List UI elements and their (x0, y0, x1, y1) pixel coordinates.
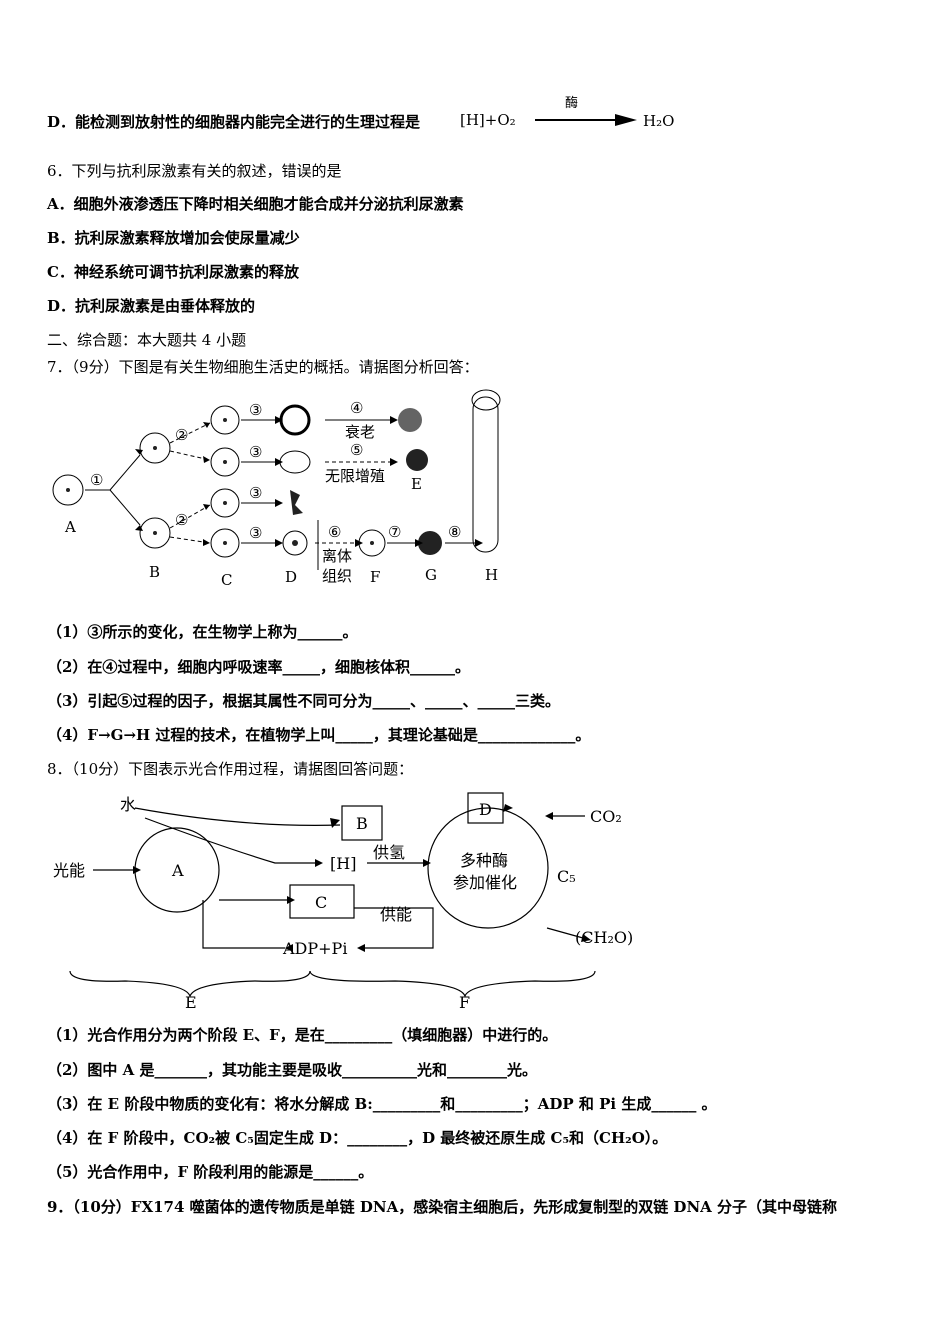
svg-text:③: ③ (249, 484, 262, 502)
eq-enzyme: 酶 (565, 95, 578, 111)
label-light: 光能 (53, 861, 85, 880)
cell-life-diagram: A B C D E F G H ① ② ② ③ ③ ③ ③ ④ ⑤ 衰老 无限增殖 ⑥ 离体组… (52, 389, 501, 589)
label-e: E (411, 475, 422, 493)
label-e: E (185, 993, 197, 1012)
q8-stem: 8．（10分）下图表示光合作用过程，请据图回答问题： (47, 760, 414, 778)
q6-option-c: C．神经系统可调节抗利尿激素的释放 (47, 263, 299, 281)
q6-stem: 6．下列与抗利尿激素有关的叙述，错误的是 (47, 162, 342, 180)
label-enzyme2: 参加催化 (453, 873, 517, 892)
q7-sub-3: （3）引起⑤过程的因子，根据其属性不同可分为_____、_____、_____三… (47, 692, 560, 710)
label-supply-h: 供氢 (373, 843, 405, 862)
q9-stem: 9．（10分）FX174 噬菌体的遗传物质是单链 DNA，感染宿主细胞后，先形成… (47, 1198, 838, 1216)
eq-left: [H]+O₂ (460, 111, 516, 129)
label-h: H (485, 566, 498, 584)
label-a: A (64, 518, 76, 536)
svg-text:④: ④ (350, 399, 363, 417)
reaction-equation: [H]+O₂ 酶 H₂O (460, 95, 674, 130)
svg-text:①: ① (90, 471, 103, 489)
label-aging: 衰老 (345, 423, 375, 441)
q7-stem: 7．（9分）下图是有关生物细胞生活史的概括。请据图分析回答： (47, 358, 479, 376)
label-adp-pi: ADP+Pi (282, 939, 347, 958)
q7-sub-4: （4）F→G→H 过程的技术，在植物学上叫_____，其理论基础是_______… (47, 726, 591, 744)
label-c5: C₅ (557, 867, 576, 886)
q6-option-d: D．抗利尿激素是由垂体释放的 (47, 297, 256, 315)
label-f: F (370, 568, 380, 586)
q6-option-b: B．抗利尿激素释放增加会使尿量减少 (47, 229, 300, 247)
label-co2: CO₂ (590, 807, 622, 826)
label-g: G (425, 566, 437, 584)
label-b: B (149, 563, 160, 581)
q7-sub-1: （1）③所示的变化，在生物学上称为______。 (47, 623, 358, 641)
label-c: C (221, 571, 232, 589)
label-water: 水 (120, 795, 136, 814)
svg-text:③: ③ (249, 401, 262, 419)
photosynthesis-diagram: 水 光能 A B D C [H] 供氢 供能 ADP+Pi CO₂ C₅ (CH… (53, 792, 633, 1012)
label-c: C (315, 893, 327, 912)
q6-option-a: A．细胞外液渗透压下降时相关细胞才能合成并分泌抗利尿激素 (47, 195, 464, 213)
label-d: D (285, 568, 297, 586)
svg-text:⑥: ⑥ (328, 523, 341, 541)
q8-sub-1: （1）光合作用分为两个阶段 E、F，是在_________（填细胞器）中进行的。 (47, 1026, 558, 1044)
label-a: A (171, 861, 184, 880)
label-enzyme1: 多种酶 (460, 851, 508, 870)
eq-right: H₂O (643, 112, 674, 130)
q8-sub-5: （5）光合作用中，F 阶段利用的能源是______。 (47, 1163, 374, 1181)
svg-text:⑦: ⑦ (388, 523, 401, 541)
svg-text:③: ③ (249, 524, 262, 542)
label-d: D (479, 800, 492, 819)
label-f: F (459, 993, 470, 1012)
label-supply-energy: 供能 (380, 905, 412, 924)
svg-text:②: ② (175, 511, 188, 529)
q7-sub-2: （2）在④过程中，细胞内呼吸速率_____，细胞核体积______。 (47, 658, 470, 676)
svg-text:③: ③ (249, 443, 262, 461)
svg-text:组织: 组织 (322, 567, 352, 585)
svg-text:离体: 离体 (322, 547, 352, 565)
q8-sub-2: （2）图中 A 是_______，其功能主要是吸收__________光和___… (47, 1061, 538, 1079)
svg-text:②: ② (175, 426, 188, 444)
svg-text:⑧: ⑧ (448, 523, 461, 541)
q8-sub-4: （4）在 F 阶段中，CO₂被 C₅固定生成 D：________，D 最终被还… (47, 1129, 668, 1147)
svg-text:⑤: ⑤ (350, 441, 363, 459)
label-proliferation: 无限增殖 (325, 467, 385, 485)
label-h: [H] (330, 854, 356, 873)
label-b: B (356, 814, 368, 833)
q8-sub-3: （3）在 E 阶段中物质的变化有：将水分解成 B:_________和_____… (47, 1095, 717, 1113)
section-heading: 二、综合题：本大题共 4 小题 (47, 331, 247, 349)
label-ch2o: (CH₂O) (575, 928, 633, 947)
q5-option-d: D．能检测到放射性的细胞器内能完全进行的生理过程是 (47, 113, 421, 131)
